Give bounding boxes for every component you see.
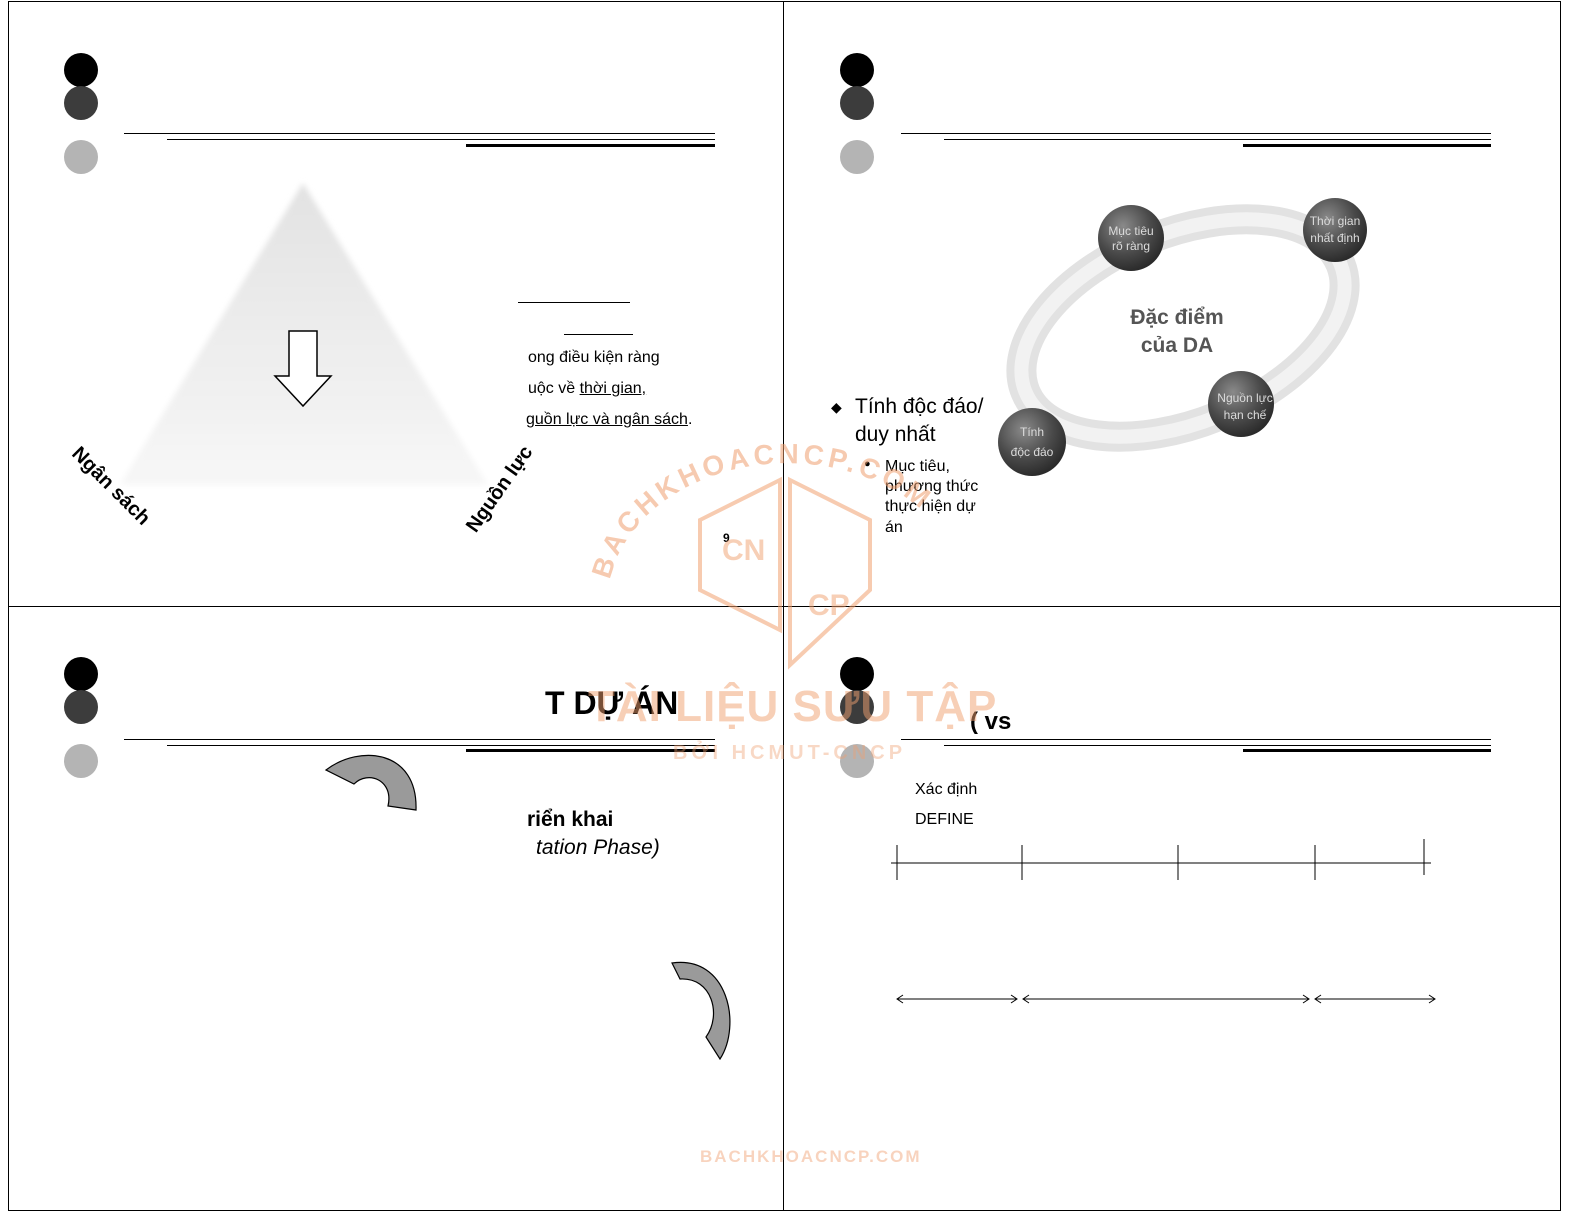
time-link: thời gian, — [579, 380, 647, 397]
phase-timeline — [891, 839, 1436, 1004]
feature-ball-resources — [1208, 371, 1274, 437]
ball-1-line-1: Mục tiêu — [1108, 224, 1153, 238]
feature-ball-goal — [1098, 205, 1164, 271]
curved-arrow-icon — [324, 754, 417, 811]
constraint-text-line-2-prefix: uộc về — [528, 380, 580, 397]
curved-arrow-icon — [671, 961, 731, 1061]
bullet-dot-light — [840, 744, 874, 778]
bullet-dot-black — [64, 53, 98, 87]
bullet-dot-dark — [64, 86, 98, 120]
sub-bullet-line-2: phương thức — [885, 478, 979, 495]
diagram-center-line-1: Đặc điểm — [1130, 306, 1223, 329]
header-rule — [1243, 144, 1491, 147]
header-rule — [466, 144, 715, 147]
bullet-dot-dark — [840, 86, 874, 120]
phase-label: riển khai — [527, 808, 614, 831]
header-rule — [124, 133, 715, 134]
bullet-dot-light — [64, 744, 98, 778]
constraint-text-line-3-end: . — [687, 411, 693, 428]
page-number: 9 — [723, 531, 730, 545]
bullet-dot-light — [840, 140, 874, 174]
bullet-dot-black — [840, 657, 874, 691]
project-features-diagram: Mục tiêu rõ ràng Thời gian nhất định Đặc… — [998, 198, 1367, 476]
watermark-tag-2: CP — [808, 589, 850, 622]
watermark-emblem: BACHKHOACNCP.COM CN CP — [586, 438, 935, 670]
header-rule — [167, 745, 715, 746]
watermark-main-text: TÀI LIỆU SƯU TẬP — [588, 682, 998, 731]
slide-title: ( vs — [970, 708, 1012, 735]
diamond-bullet-icon: ◆ — [831, 399, 842, 415]
ball-4-line-2: độc đáo — [1011, 445, 1054, 459]
ball-4-line-1: Tính — [1020, 425, 1044, 439]
ball-2-line-1: Thời gian — [1310, 214, 1361, 228]
bullet-dot-dark — [64, 690, 98, 724]
ball-3-line-2: hạn chế — [1224, 408, 1267, 422]
bullet-dot-light — [64, 140, 98, 174]
header-rule — [167, 139, 715, 140]
phase-label-english: tation Phase) — [536, 836, 660, 859]
ball-1-line-2: rõ ràng — [1112, 239, 1150, 253]
header-rule — [1243, 749, 1491, 752]
slide-frame-4 — [783, 606, 1561, 1211]
constraint-text-line-3-underlined: guồn lực và ngân sách — [526, 411, 688, 428]
bullet-main-line-2: duy nhất — [855, 423, 936, 446]
header-rule — [901, 133, 1491, 134]
sub-bullet-line-1: Mục tiêu, — [885, 458, 950, 475]
down-arrow-icon — [273, 330, 333, 408]
ball-3-line-1: Nguồn lực — [1217, 391, 1272, 405]
bullet-dot-black — [840, 53, 874, 87]
header-rule — [124, 739, 715, 740]
sub-bullet-line-4: án — [885, 519, 903, 536]
ball-2-line-2: nhất định — [1310, 231, 1359, 245]
slide-title: T DỰ ÁN — [545, 685, 679, 721]
phase-define-label-english: DEFINE — [915, 811, 974, 828]
header-rule — [944, 139, 1491, 140]
constraint-text-line-2: uộc về thời gian, — [528, 380, 646, 398]
header-rule — [944, 745, 1491, 746]
bullet-dot-dark — [840, 690, 874, 724]
underline-stub — [564, 334, 633, 335]
feature-ball-time — [1303, 198, 1367, 262]
diagram-center-line-2: của DA — [1141, 334, 1213, 357]
sub-bullet-dot-icon: ● — [864, 458, 871, 470]
constraint-text-line-1: ong điều kiện ràng — [528, 349, 660, 366]
header-rule — [901, 739, 1491, 740]
bullet-dot-black — [64, 657, 98, 691]
underline-stub — [518, 302, 630, 303]
feature-ball-unique — [998, 408, 1066, 476]
sub-bullet-line-3: thực hiện dự — [885, 498, 976, 515]
constraint-text-line-3: guồn lực và ngân sách. — [520, 411, 692, 429]
watermark-tag-1: CN — [722, 534, 765, 567]
header-rule — [466, 749, 715, 752]
bullet-main-line-1: Tính độc đáo/ — [855, 395, 984, 418]
phase-define-label: Xác định — [915, 781, 978, 798]
watermark-sub-text: BỞI HCMUT-CNCP — [673, 742, 907, 764]
watermark-footer-text: BACHKHOACNCP.COM — [700, 1147, 922, 1166]
